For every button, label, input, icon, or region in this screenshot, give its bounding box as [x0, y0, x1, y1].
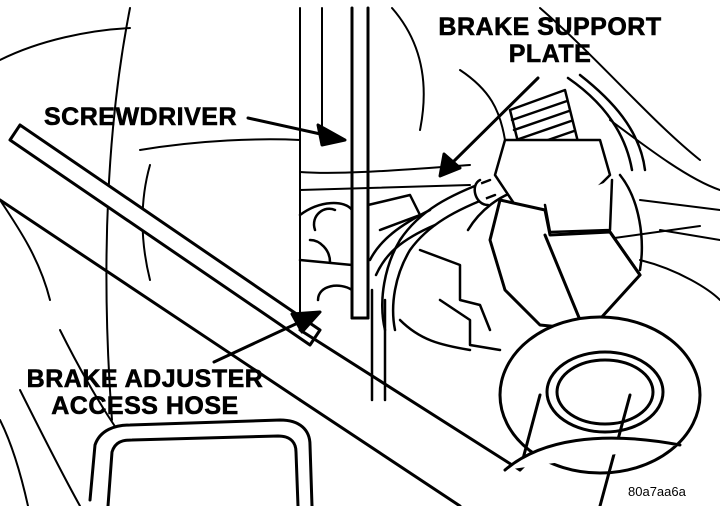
threaded-fitting [473, 88, 614, 234]
screwdriver-label: SCREWDRIVER [44, 103, 238, 131]
brake-hose [381, 73, 647, 332]
tube-block [488, 198, 642, 332]
brake-adjuster-label: BRAKE ADJUSTER ACCESS HOSE [14, 365, 276, 420]
brake-support-plate [298, 188, 522, 402]
brake-support-plate-label-line1: BRAKE SUPPORT [438, 13, 662, 41]
brake-support-plate-label-line2: PLATE [508, 40, 592, 68]
callout-arrows [212, 76, 540, 364]
brake-support-plate-label: BRAKE SUPPORT PLATE [430, 13, 670, 68]
screwdriver-shaft [350, 6, 370, 320]
brake-adjuster-label-line2: ACCESS HOSE [51, 392, 239, 420]
hub-ring [498, 315, 702, 506]
figure-code: 80a7aa6a [628, 484, 686, 499]
lower-bracket [88, 418, 314, 506]
brake-adjuster-label-line1: BRAKE ADJUSTER [26, 365, 264, 393]
